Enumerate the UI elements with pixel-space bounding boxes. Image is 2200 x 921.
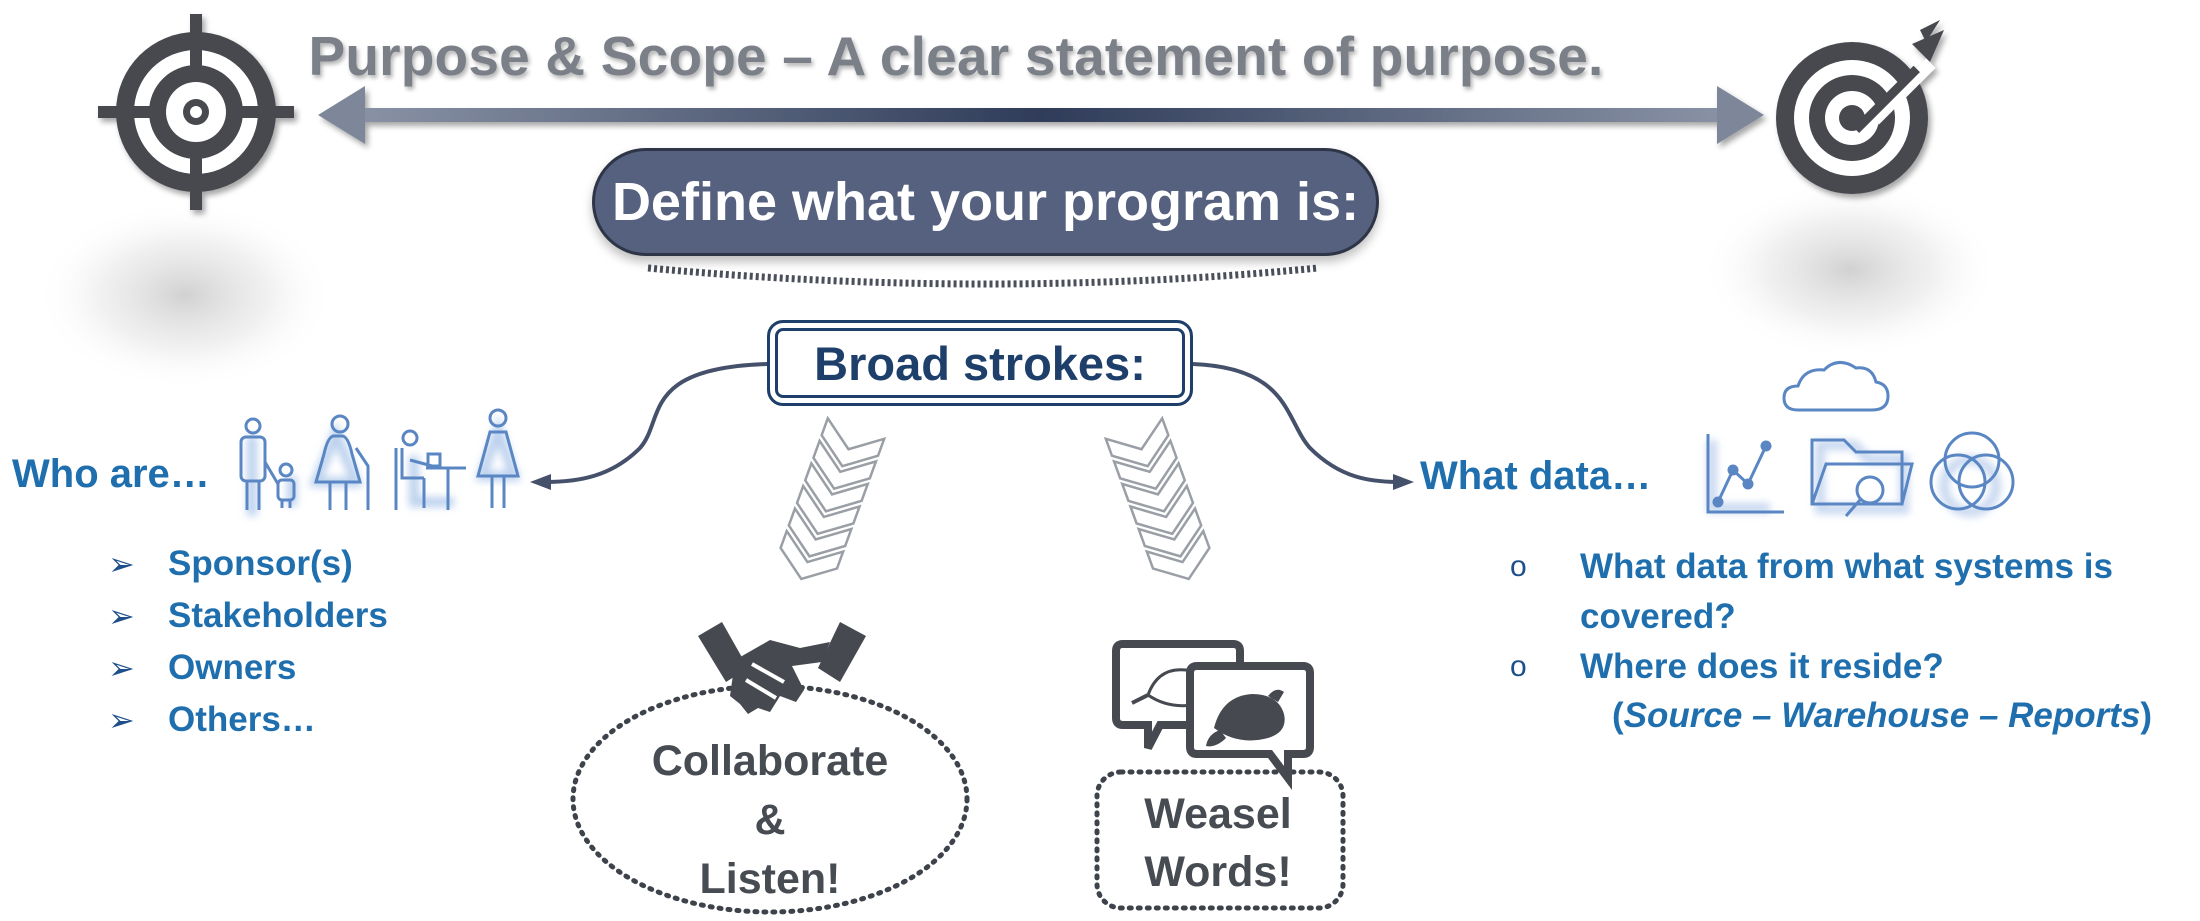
who-item-text: Stakeholders [168,596,388,635]
handshake-icon [698,622,866,714]
paren-close: ) [2140,696,2153,735]
who-item-text: Others… [168,700,316,739]
who-are-label: Who are… [12,452,210,496]
left-connector-arrowhead [530,474,551,490]
what-data-label: What data… [1420,454,1652,498]
collab-line: & [754,796,786,844]
data-sources-line: (Source – Warehouse – Reports) [1612,696,2152,736]
list-item: ➢ Sponsor(s) [108,538,388,590]
right-shadow [1700,180,2000,360]
broad-strokes-label: Broad strokes: [814,336,1146,390]
right-connector-arrowhead [1393,474,1414,490]
list-item: ➢ Stakeholders [108,590,388,642]
data-item-text: Where does it reside? [1580,647,1944,686]
right-chevron-arrow [1103,415,1211,581]
data-icons [1706,361,2015,517]
person-at-desk-icon [394,429,466,510]
beaver-speech-bubbles-icon [1112,640,1314,790]
list-item: ➢ Others… [108,694,388,746]
cloud-icon [1782,361,1890,412]
paren-open: ( [1612,696,1624,735]
venn-circles-icon [1929,431,2015,511]
arrow-bullet-icon: ➢ [108,650,135,686]
arrow-bullet-icon: ➢ [108,702,135,738]
pill-dotted-base [647,264,1319,288]
left-shadow [35,200,335,390]
bullseye-dart-icon [1776,20,1944,194]
weasel-line: Words! [1144,848,1292,896]
folder-search-icon [1810,438,1914,517]
collab-line: Collaborate [651,737,889,785]
list-item: o Where does it reside? [1510,642,2200,692]
collab-line: Listen! [699,855,841,903]
circle-bullet-icon: o [1510,650,1527,683]
parent-child-icon [239,417,296,510]
people-icons [239,408,522,516]
who-item-text: Owners [168,648,297,687]
connector-curves [544,362,1401,484]
circle-bullet-icon: o [1510,550,1527,583]
define-program-pill: Define what your program is: [592,148,1379,256]
who-item-text: Sponsor(s) [168,544,353,583]
arrow-bullet-icon: ➢ [108,546,135,582]
collaborate-text: Collaborate & Listen! [570,732,970,909]
list-item: o What data from what systems is covered? [1510,542,2150,642]
crosshair-target-icon [98,14,294,210]
arrow-bullet-icon: ➢ [108,598,135,634]
broad-strokes-box: Broad strokes: [767,320,1193,406]
line-chart-icon [1706,434,1784,514]
collaborate-dotted-ellipse [570,683,970,915]
double-arrow [318,86,1764,144]
who-list: ➢ Sponsor(s) ➢ Stakeholders ➢ Owners ➢ Other… [108,538,388,746]
woman-icon [476,408,520,508]
weasel-words-text: Weasel Words! [1098,785,1338,901]
list-item: ➢ Owners [108,642,388,694]
weasel-line: Weasel [1144,790,1292,838]
weasel-dotted-box [1094,769,1346,911]
data-list: o What data from what systems is covered?… [1510,542,2200,692]
data-sources-text: Source – Warehouse – Reports [1623,696,2141,735]
elderly-person-icon [314,414,370,510]
define-program-label: Define what your program is: [611,172,1360,232]
left-chevron-arrow [779,415,887,581]
data-item-text: What data from what systems is covered? [1580,547,2113,636]
